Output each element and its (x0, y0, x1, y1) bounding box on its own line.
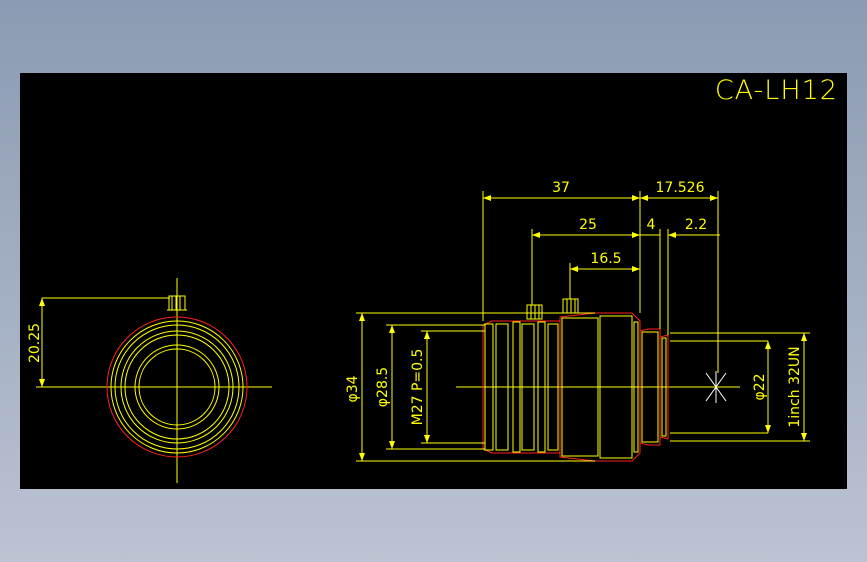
dim-dia-34-label: φ34 (345, 375, 361, 402)
side-main-barrel (559, 312, 641, 462)
front-view: 20.25 (27, 278, 272, 483)
dim-17-526-label: 17.526 (656, 180, 705, 196)
dim-dia-22-label: φ22 (752, 373, 768, 400)
side-mount-ring (659, 334, 669, 440)
front-outer-circle (106, 316, 248, 458)
side-view: 37 17.526 25 4 2.2 (345, 180, 810, 462)
dim-dia-28-5-label: φ28.5 (375, 367, 391, 407)
front-inner-circle (138, 348, 216, 426)
side-rear-step (639, 328, 661, 446)
front-ring-3 (120, 330, 234, 444)
front-ring-2 (114, 324, 240, 450)
dim-20-25-label: 20.25 (27, 323, 43, 363)
dim-4-label: 4 (647, 217, 656, 233)
dim-25-label: 25 (579, 217, 597, 233)
dim-1inch-label: 1inch 32UN (787, 346, 803, 427)
dim-2-2-label: 2.2 (685, 217, 707, 233)
dim-37-label: 37 (552, 180, 570, 196)
front-ring-5 (134, 344, 220, 430)
dim-m27-label: M27 P=0.5 (410, 349, 426, 426)
lens-drawing: 20.25 (27, 75, 838, 483)
front-ring-4 (124, 334, 230, 440)
dim-16-5-label: 16.5 (590, 251, 621, 267)
front-ring-1 (110, 320, 244, 454)
drawing-title: CA-LH12 (715, 75, 838, 106)
cad-viewport[interactable]: 20.25 (20, 73, 847, 489)
